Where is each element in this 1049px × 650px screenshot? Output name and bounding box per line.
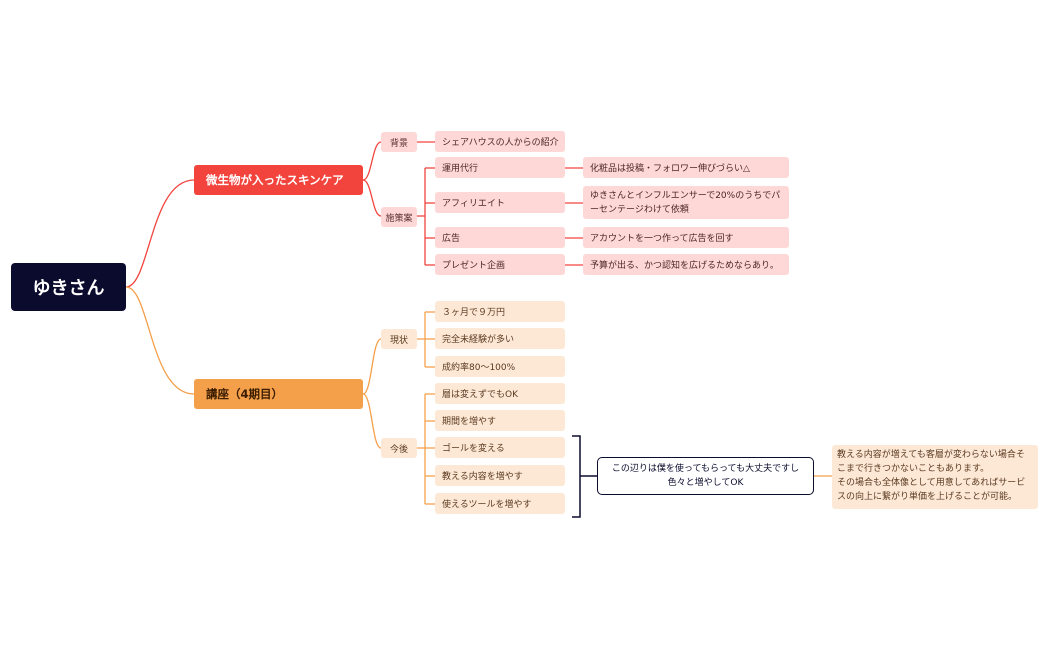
plan-detail[interactable]: ゆきさんとインフルエンサーで20%のうちでパ ーセンテージわけて依頼 [583, 186, 789, 219]
root-node[interactable]: ゆきさん [11, 263, 126, 311]
future-item-label: 層は変えずでもOK [442, 390, 518, 400]
current-item-label: 完全未経験が多い [442, 335, 515, 345]
current-item-label: 成約率80〜100% [442, 363, 516, 373]
plan-detail-label: ゆきさんとインフルエンサーで20%のうちでパ ーセンテージわけて依頼 [590, 190, 781, 215]
future-item-label: ゴールを変える [442, 444, 505, 454]
plan-label: 運用代行 [442, 164, 479, 174]
topic-background-label: 背景 [389, 138, 408, 149]
plan-item[interactable]: 広告 [435, 227, 565, 248]
future-item-label: 教える内容を増やす [442, 472, 523, 482]
root-label: ゆきさん [32, 278, 105, 299]
future-item[interactable]: ゴールを変える [435, 437, 565, 458]
summary-bracket [572, 435, 597, 518]
topic-current-label: 現状 [389, 335, 408, 346]
plan-item[interactable]: アフィリエイト [435, 192, 565, 213]
current-item-label: ３ヶ月で９万円 [442, 308, 506, 318]
plan-detail[interactable]: 化粧品は投稿・フォロワー伸びづらい△ [583, 157, 789, 178]
topic-plans-label: 施策案 [385, 213, 413, 224]
summary-note[interactable]: この辺りは僕を使ってもらっても大丈夫ですし 色々と増やしてOK [597, 457, 814, 495]
summary-note-label: この辺りは僕を使ってもらっても大丈夫ですし 色々と増やしてOK [611, 464, 800, 488]
future-item-label: 期間を増やす [442, 417, 497, 427]
comment-box[interactable]: 教える内容が増えても客層が変わらない場合そ こまで行きつかないこともあります。 … [832, 445, 1038, 509]
current-item[interactable]: ３ヶ月で９万円 [435, 301, 565, 322]
current-item[interactable]: 完全未経験が多い [435, 328, 565, 349]
plan-item[interactable]: プレゼント企画 [435, 254, 565, 275]
topic-plans[interactable]: 施策案 [381, 207, 417, 227]
future-item[interactable]: 期間を増やす [435, 410, 565, 431]
plan-label: アフィリエイト [442, 199, 505, 209]
plan-detail-label: 予算が出る、かつ認知を広げるためならあり。 [590, 261, 779, 271]
background-item[interactable]: シェアハウスの人からの紹介 [435, 131, 565, 152]
topic-future-label: 今後 [389, 444, 408, 455]
future-item-label: 使えるツールを増やす [442, 500, 532, 510]
topic-future[interactable]: 今後 [381, 438, 417, 458]
future-item[interactable]: 教える内容を増やす [435, 465, 565, 486]
comment-text: 教える内容が増えても客層が変わらない場合そ こまで行きつかないこともあります。 … [837, 450, 1026, 502]
branch-course-label: 講座（4期目） [206, 387, 284, 401]
plan-label: 広告 [442, 234, 461, 244]
plan-detail-label: アカウントを一つ作って広告を回す [590, 234, 734, 244]
future-item[interactable]: 使えるツールを増やす [435, 493, 565, 514]
future-item[interactable]: 層は変えずでもOK [435, 383, 565, 404]
topic-current[interactable]: 現状 [381, 329, 417, 349]
topic-background[interactable]: 背景 [381, 132, 417, 152]
plan-detail[interactable]: 予算が出る、かつ認知を広げるためならあり。 [583, 254, 789, 275]
branch-skincare[interactable]: 微生物が入ったスキンケア [194, 165, 363, 195]
plan-detail-label: 化粧品は投稿・フォロワー伸びづらい△ [590, 164, 750, 174]
current-item[interactable]: 成約率80〜100% [435, 356, 565, 377]
branch-skincare-label: 微生物が入ったスキンケア [206, 173, 344, 187]
plan-detail[interactable]: アカウントを一つ作って広告を回す [583, 227, 789, 248]
background-item-label: シェアハウスの人からの紹介 [442, 138, 559, 148]
branch-course[interactable]: 講座（4期目） [194, 379, 363, 409]
plan-label: プレゼント企画 [442, 261, 506, 271]
plan-item[interactable]: 運用代行 [435, 157, 565, 178]
